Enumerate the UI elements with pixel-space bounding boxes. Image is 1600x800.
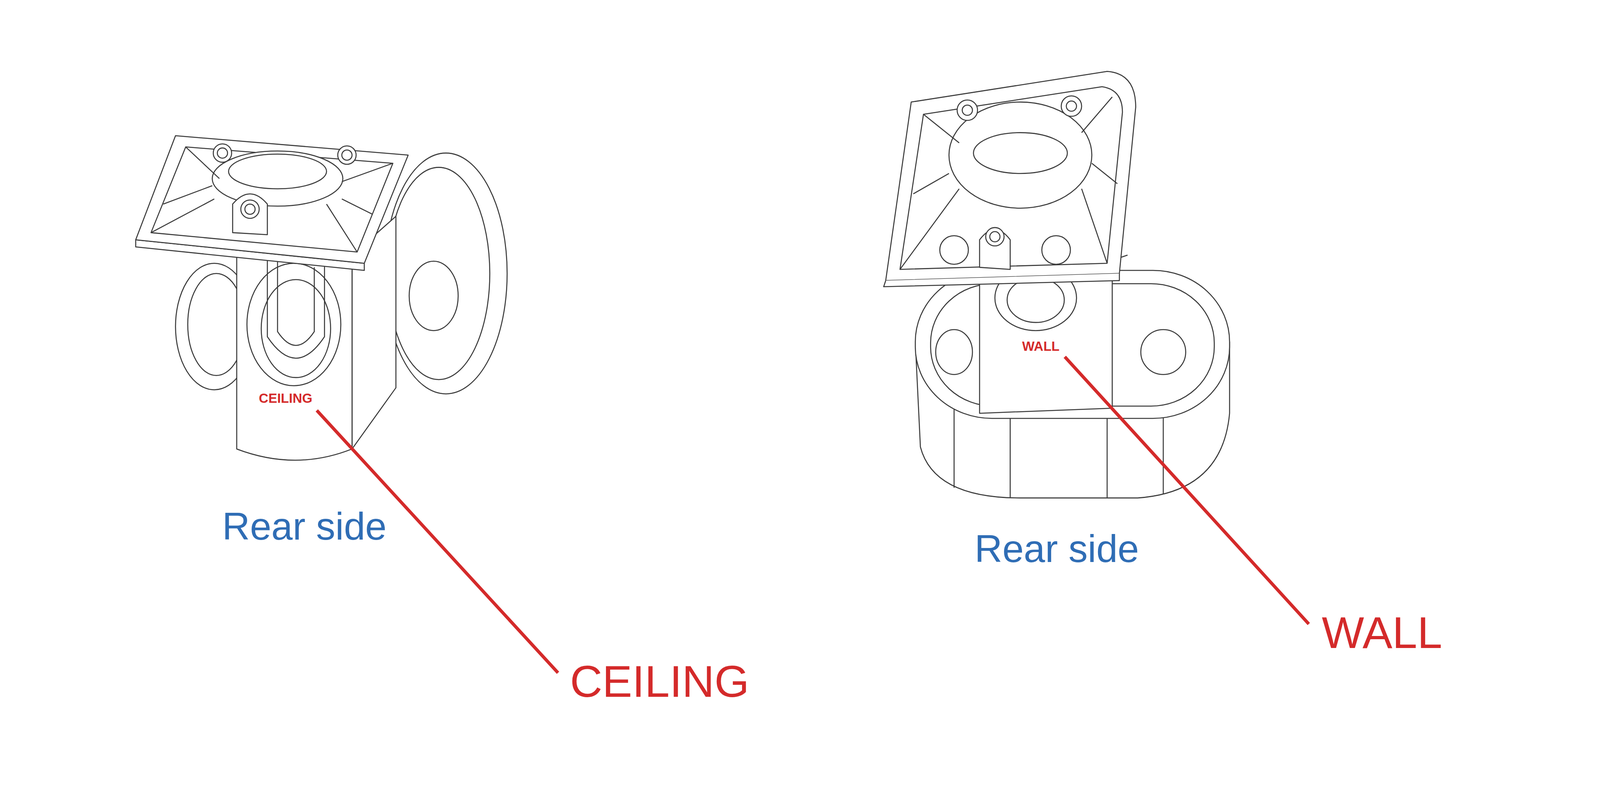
callout-label: WALL	[1322, 608, 1443, 658]
view-caption: Rear side	[974, 527, 1140, 570]
part-marking: CEILING	[256, 390, 315, 407]
part-marking: WALL	[1019, 338, 1062, 355]
ceiling-mount-drawing	[135, 135, 508, 460]
leader-line	[1064, 356, 1309, 624]
callout-label: CEILING	[570, 656, 750, 706]
wall-mount-drawing	[883, 71, 1230, 498]
view-caption: Rear side	[222, 505, 387, 548]
